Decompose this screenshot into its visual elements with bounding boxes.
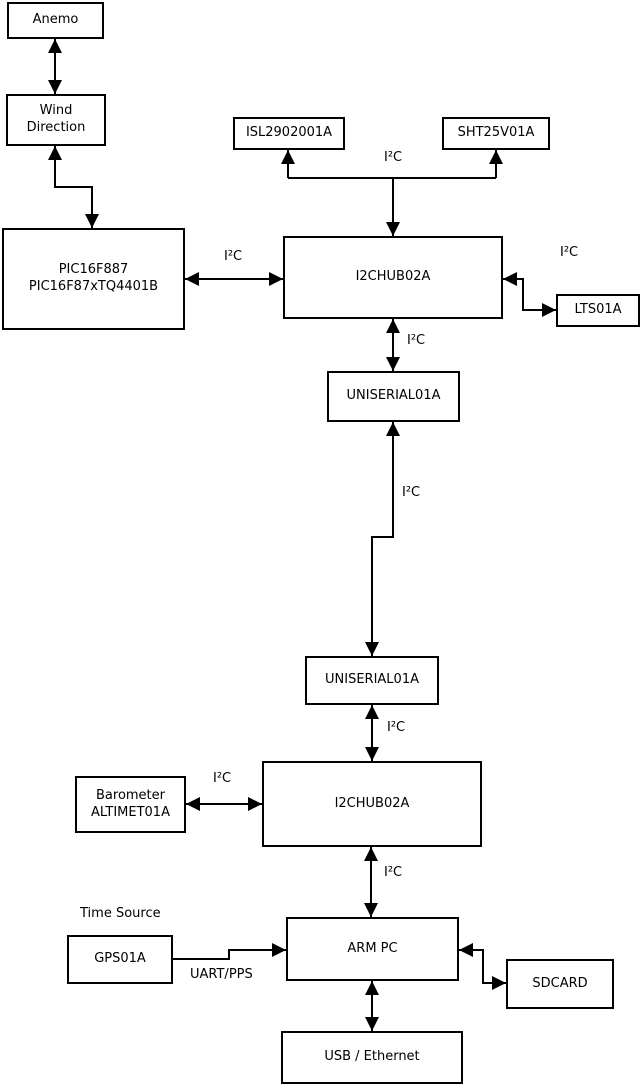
node-gps01a-label: GPS01A — [94, 951, 146, 967]
edge-label-i2c-uniserial1-uniserial2: I²C — [402, 485, 421, 500]
node-anemo-label: Anemo — [32, 12, 79, 28]
node-pic16f887-line1: PIC16F887 — [58, 262, 129, 278]
node-barometer-line2: ALTIMET01A — [91, 804, 170, 820]
node-uniserial01a-2-label: UNISERIAL01A — [325, 672, 419, 688]
edge-label-uart-pps: UART/PPS — [190, 967, 253, 982]
edge-label-i2c-barometer-hub2: I²C — [213, 771, 232, 786]
connector-hub1-lts — [503, 272, 556, 317]
connector-wind-pic — [48, 146, 99, 228]
node-sht25v01a-label: SHT25V01A — [457, 125, 535, 141]
edge-label-i2c-uniserial2-hub2: I²C — [387, 720, 406, 735]
node-barometer-altimet01a: Barometer ALTIMET01A — [75, 776, 186, 833]
node-lts01a: LTS01A — [556, 294, 640, 327]
node-usb-ethernet-label: USB / Ethernet — [324, 1049, 420, 1065]
node-i2chub02a-2: I2CHUB02A — [262, 761, 482, 847]
node-isl2902001a: ISL2902001A — [233, 117, 345, 150]
node-usb-ethernet: USB / Ethernet — [281, 1031, 463, 1084]
node-sdcard-label: SDCARD — [532, 975, 588, 991]
node-i2chub02a-2-label: I2CHUB02A — [334, 795, 410, 811]
edge-label-i2c-pic-hub1: I²C — [224, 249, 243, 264]
node-pic16f887-line2: PIC16F87xTQ4401B — [28, 279, 159, 294]
edge-label-i2c-hub1-uniserial1: I²C — [407, 333, 426, 348]
node-sht25v01a: SHT25V01A — [442, 117, 550, 150]
node-uniserial01a-1-label: UNISERIAL01A — [346, 388, 441, 404]
connector-armpc-sdcard — [459, 943, 506, 990]
node-wind-direction: Wind Direction — [6, 94, 106, 146]
connector-gps-armpc — [173, 943, 286, 960]
node-sdcard: SDCARD — [506, 959, 614, 1009]
node-arm-pc: ARM PC — [286, 917, 459, 981]
node-uniserial01a-2: UNISERIAL01A — [305, 656, 439, 705]
node-lts01a-label: LTS01A — [574, 302, 622, 318]
edge-label-i2c-hub2-armpc: I²C — [384, 865, 403, 880]
node-wind-direction-line1: Wind — [39, 103, 73, 119]
node-i2chub02a-1: I2CHUB02A — [283, 236, 503, 319]
node-i2chub02a-1-label: I2CHUB02A — [355, 269, 431, 285]
node-arm-pc-label: ARM PC — [347, 940, 398, 956]
edge-label-i2c-bus-top: I²C — [384, 150, 403, 165]
edge-label-time-source: Time Source — [80, 906, 161, 921]
node-anemo: Anemo — [7, 2, 104, 39]
node-barometer-line1: Barometer — [96, 787, 165, 803]
node-gps01a: GPS01A — [67, 935, 173, 984]
edge-label-i2c-hub1-lts: I²C — [560, 245, 579, 260]
connector-uniserial1-uniserial2 — [365, 422, 400, 656]
node-uniserial01a-1: UNISERIAL01A — [327, 371, 460, 422]
node-wind-direction-line2: Direction — [26, 120, 86, 135]
node-pic16f887: PIC16F887 PIC16F87xTQ4401B — [2, 228, 185, 330]
node-isl2902001a-label: ISL2902001A — [245, 125, 333, 141]
